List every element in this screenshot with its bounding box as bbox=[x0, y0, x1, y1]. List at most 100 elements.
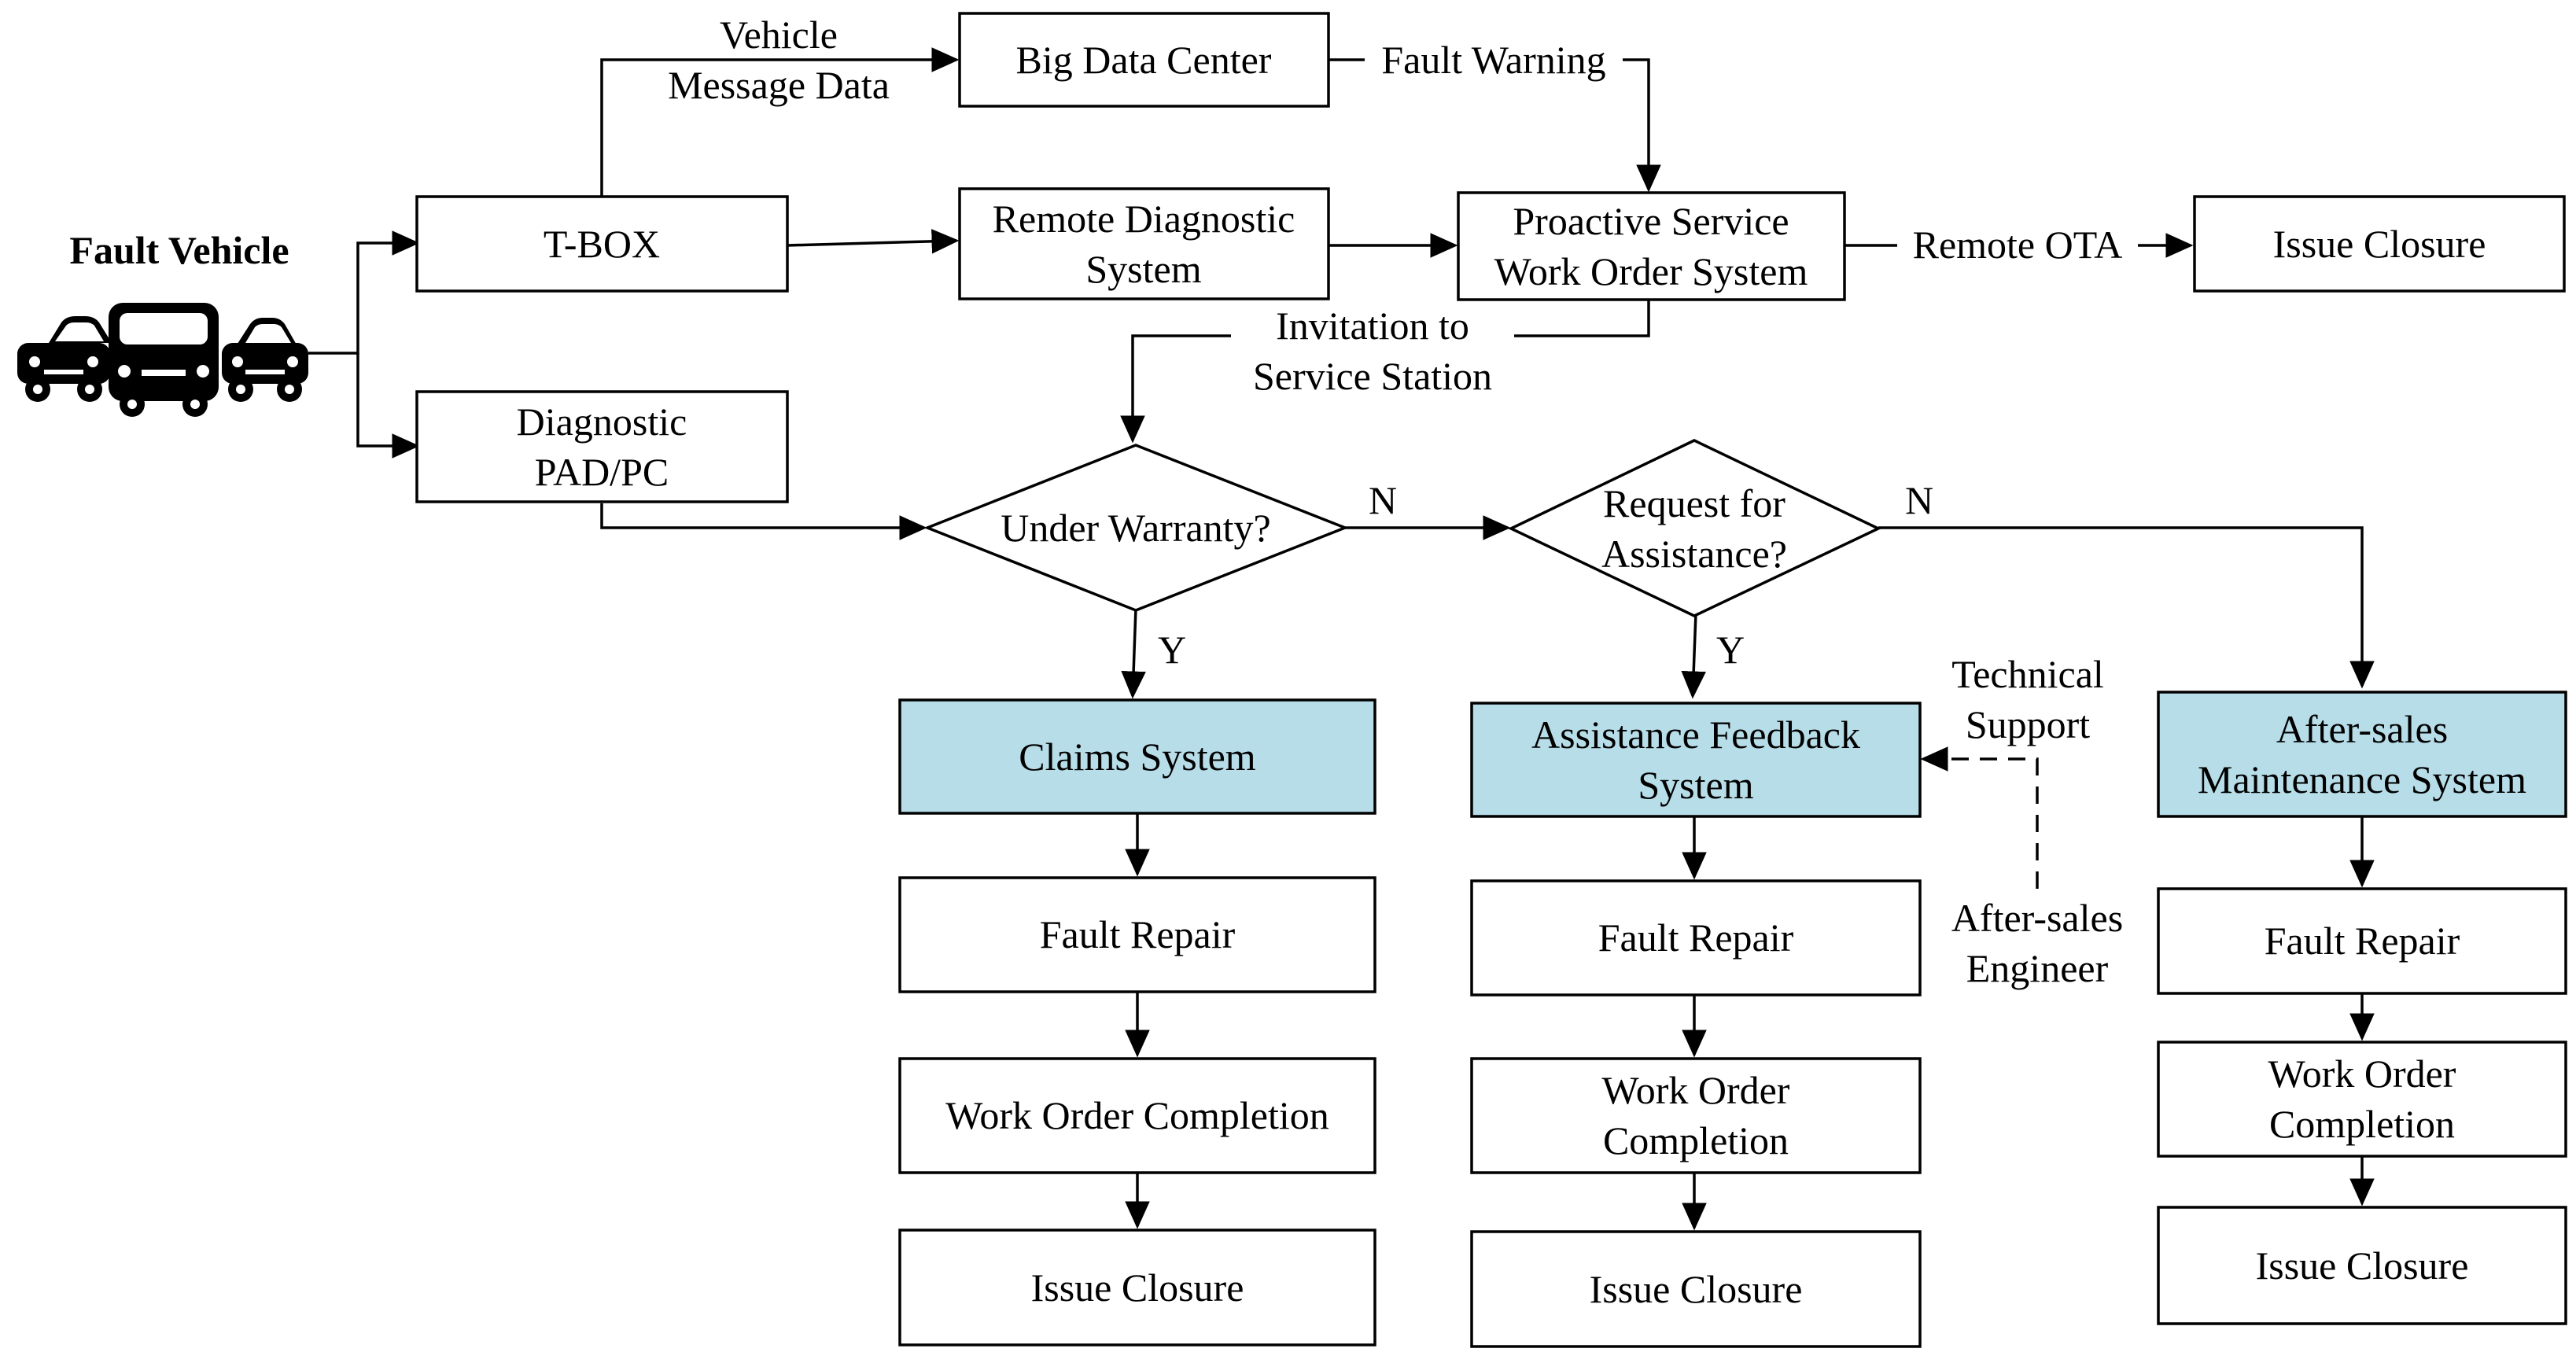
right-car-icon bbox=[222, 318, 308, 402]
issue-closure-top-label: Issue Closure bbox=[2273, 222, 2486, 266]
aftersales-engineer-label-line: After-sales bbox=[1951, 896, 2123, 940]
under-warranty-decision[interactable] bbox=[923, 444, 1349, 612]
assistance-feedback-label-line: System bbox=[1638, 763, 1753, 807]
fault-warning-label: Fault Warning bbox=[1381, 38, 1605, 82]
issue-closure-top-label-line: Issue Closure bbox=[2273, 222, 2486, 266]
edge-warranty-to-claims bbox=[1121, 607, 1146, 699]
assist-issue-closure-label-line: Issue Closure bbox=[1590, 1267, 1803, 1311]
claims-work-order-label-line: Work Order Completion bbox=[945, 1093, 1329, 1137]
request-assistance-label-line: Assistance? bbox=[1601, 532, 1787, 576]
claims-system-label: Claims System bbox=[1019, 735, 1256, 779]
claims-system-label-line: Claims System bbox=[1019, 735, 1256, 779]
technical-support-label-line: Support bbox=[1966, 702, 2090, 746]
aftersales-maintenance-box[interactable] bbox=[2157, 691, 2567, 818]
claims-fault-repair-label: Fault Repair bbox=[1040, 912, 1236, 956]
assist-fault-repair-label-line: Fault Repair bbox=[1598, 915, 1794, 960]
under-warranty-label: Under Warranty? bbox=[1001, 506, 1271, 550]
fault-vehicle-title-line: Fault Vehicle bbox=[69, 228, 289, 272]
claims-issue-closure-box[interactable] bbox=[898, 1229, 1376, 1346]
warranty-no-label-line: N bbox=[1369, 478, 1397, 522]
big-data-center-box[interactable] bbox=[958, 12, 1330, 108]
claims-fault-repair-label-line: Fault Repair bbox=[1040, 912, 1236, 956]
connectors bbox=[308, 47, 2375, 1231]
big-data-center-label-line: Big Data Center bbox=[1016, 38, 1272, 82]
issue-closure-top-box[interactable] bbox=[2193, 195, 2566, 293]
warranty-yes-label-line: Y bbox=[1158, 628, 1186, 672]
car-truck-car-icon bbox=[17, 303, 308, 417]
remote-ota-label: Remote OTA bbox=[1913, 223, 2123, 267]
request-assistance-label-line: Request for bbox=[1603, 481, 1786, 525]
diagnostic-pad-label-line: PAD/PC bbox=[535, 450, 669, 494]
claims-issue-closure-label-line: Issue Closure bbox=[1031, 1265, 1244, 1310]
vehicle-message-label-line: Vehicle bbox=[720, 13, 838, 57]
proactive-service-label-line: Work Order System bbox=[1494, 249, 1808, 293]
edge-tbox-to-bigdata bbox=[600, 47, 960, 197]
assistance-feedback-label-line: Assistance Feedback bbox=[1531, 713, 1860, 757]
diagnostic-pad-label-line: Diagnostic bbox=[517, 400, 687, 444]
assist-yes-label: Y bbox=[1716, 628, 1745, 672]
edge-vehicle-to-tbox bbox=[308, 230, 420, 355]
remote-ota-bg bbox=[1897, 220, 2138, 267]
technical-support-label-line: Technical bbox=[1951, 652, 2104, 696]
warranty-no-label: N bbox=[1369, 478, 1397, 522]
remote-ota-label-line: Remote OTA bbox=[1913, 223, 2123, 267]
proactive-service-box[interactable] bbox=[1457, 191, 1846, 301]
edge-pad-to-warranty bbox=[600, 503, 927, 540]
fault-warning-label-line: Fault Warning bbox=[1381, 38, 1605, 82]
edge-assist-to-aftersales bbox=[1878, 526, 2375, 689]
remote-diagnostic-label-line: System bbox=[1085, 247, 1201, 291]
after-fault-repair-label-line: Fault Repair bbox=[2265, 919, 2460, 963]
assist-fault-repair-box[interactable] bbox=[1470, 879, 1922, 997]
big-data-center-label: Big Data Center bbox=[1016, 38, 1272, 82]
claims-work-order-box[interactable] bbox=[898, 1057, 1376, 1174]
after-work-order-label-line: Work Order bbox=[2268, 1052, 2456, 1096]
assist-work-order-label-line: Work Order bbox=[1602, 1068, 1790, 1112]
assist-issue-closure-label: Issue Closure bbox=[1590, 1267, 1803, 1311]
assistance-feedback-box[interactable] bbox=[1470, 702, 1922, 818]
after-issue-closure-box[interactable] bbox=[2157, 1206, 2567, 1325]
remote-diagnostic-box[interactable] bbox=[958, 187, 1330, 300]
assist-issue-closure-box[interactable] bbox=[1470, 1230, 1922, 1348]
assist-work-order-box[interactable] bbox=[1470, 1057, 1922, 1174]
assist-no-label-line: N bbox=[1905, 478, 1933, 522]
fault-vehicle-title: Fault Vehicle bbox=[69, 228, 289, 272]
vehicle-message-label-line: Message Data bbox=[668, 63, 890, 107]
diagnostic-pad-box[interactable] bbox=[415, 390, 789, 503]
assist-yes-label-line: Y bbox=[1716, 628, 1745, 672]
tbox-label-line: T-BOX bbox=[544, 222, 660, 266]
claims-fault-repair-box[interactable] bbox=[898, 876, 1376, 993]
claims-issue-closure-label: Issue Closure bbox=[1031, 1265, 1244, 1310]
aftersales-engineer-label-line: Engineer bbox=[1966, 946, 2109, 990]
edge-assist-to-feedback bbox=[1681, 612, 1706, 699]
invitation-label-line: Service Station bbox=[1253, 354, 1492, 398]
warranty-yes-label: Y bbox=[1158, 628, 1186, 672]
tbox-box[interactable] bbox=[415, 195, 789, 293]
remote-diagnostic-label-line: Remote Diagnostic bbox=[993, 197, 1295, 241]
after-fault-repair-label: Fault Repair bbox=[2265, 919, 2460, 963]
request-assistance-decision[interactable] bbox=[1507, 439, 1882, 617]
edge-tbox-to-remotediag bbox=[787, 229, 960, 254]
invitation-label: Invitation to Service Station bbox=[1253, 304, 1492, 398]
edge-vehicle-to-pad bbox=[356, 353, 420, 459]
after-work-order-box[interactable] bbox=[2157, 1041, 2567, 1158]
claims-system-box[interactable] bbox=[898, 698, 1376, 815]
invitation-label-line: Invitation to bbox=[1276, 304, 1469, 348]
after-fault-repair-box[interactable] bbox=[2157, 887, 2567, 995]
aftersales-maintenance-label-line: After-sales bbox=[2276, 707, 2448, 751]
left-car-icon bbox=[17, 316, 112, 402]
edge-engineer-to-feedback bbox=[1920, 746, 2039, 889]
after-issue-closure-label-line: Issue Closure bbox=[2256, 1243, 2469, 1288]
fault-vehicle: Fault Vehicle bbox=[17, 228, 308, 417]
